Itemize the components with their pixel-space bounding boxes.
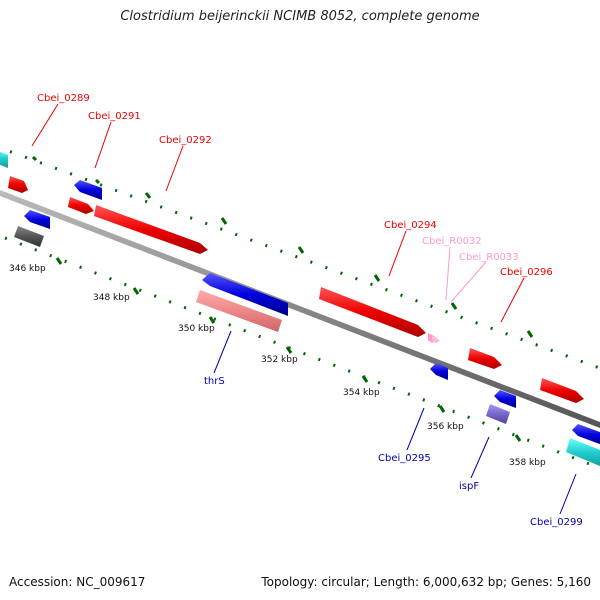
label-cbei-0294[interactable]: Cbei_0294 (384, 220, 437, 231)
label-ispf[interactable]: ispF (459, 481, 479, 492)
label-leaders (31, 103, 577, 515)
label-cbei-0295[interactable]: Cbei_0295 (378, 453, 431, 464)
scale-label: 346 kbp (9, 264, 46, 274)
gene-grey[interactable] (14, 226, 44, 247)
gene-right-red[interactable] (540, 378, 584, 403)
label-cbei-0289[interactable]: Cbei_0289 (37, 93, 90, 104)
gene-blue-small-left[interactable] (24, 210, 50, 229)
map-title: Clostridium beijerinckii NCIMB 8052, com… (120, 9, 480, 24)
label-cbei-0291[interactable]: Cbei_0291 (88, 111, 141, 122)
gene-blue-mid[interactable] (494, 390, 516, 408)
scale-label: 358 kbp (509, 458, 546, 468)
inner-tick-track (4, 236, 600, 470)
gene-blue-right[interactable] (572, 424, 600, 446)
scale-label: 350 kbp (178, 324, 215, 334)
gene-cbei-0296[interactable] (468, 348, 502, 369)
gene-thrs[interactable] (196, 290, 282, 332)
scale-label: 352 kbp (261, 355, 298, 365)
scale-label: 354 kbp (343, 388, 380, 398)
scale-label: 356 kbp (427, 422, 464, 432)
label-cbei-r0033[interactable]: Cbei_R0033 (459, 252, 519, 263)
gene-cyan-left[interactable] (0, 150, 8, 168)
topology-text: Topology: circular; Length: 6,000,632 bp… (261, 575, 591, 589)
label-cbei-r0032[interactable]: Cbei_R0032 (422, 236, 482, 247)
gene-ispf[interactable] (486, 404, 510, 424)
outer-tick-track (0, 146, 600, 370)
gene-cbei-0289[interactable] (8, 176, 28, 193)
scale-label: 348 kbp (93, 293, 130, 303)
bottom-gene-labels: thrS Cbei_0295 ispF Cbei_0299 (204, 376, 583, 528)
reverse-genes (0, 150, 600, 468)
gene-cbei-0292[interactable] (94, 205, 208, 254)
top-gene-labels: Cbei_0289 Cbei_0291 Cbei_0292 Cbei_0294 … (37, 93, 553, 278)
genome-backbone (0, 190, 600, 428)
accession-text: Accession: NC_009617 (9, 575, 146, 589)
gene-thrs-upper[interactable] (202, 273, 288, 316)
gene-blue-top[interactable] (74, 180, 102, 200)
scale-labels: 346 kbp 348 kbp 350 kbp 352 kbp 354 kbp … (9, 264, 546, 468)
gene-cbei-0295[interactable] (430, 363, 448, 380)
label-cbei-0292[interactable]: Cbei_0292 (159, 135, 212, 146)
label-cbei-0296[interactable]: Cbei_0296 (500, 267, 553, 278)
gene-cbei-0299[interactable] (566, 438, 600, 468)
forward-genes (8, 176, 584, 403)
gene-cbei-0291[interactable] (68, 197, 94, 214)
label-cbei-0299[interactable]: Cbei_0299 (530, 517, 583, 528)
label-thrs[interactable]: thrS (204, 376, 225, 387)
trna-cbei-r0033[interactable] (432, 336, 440, 343)
gene-cbei-0294[interactable] (319, 287, 426, 337)
